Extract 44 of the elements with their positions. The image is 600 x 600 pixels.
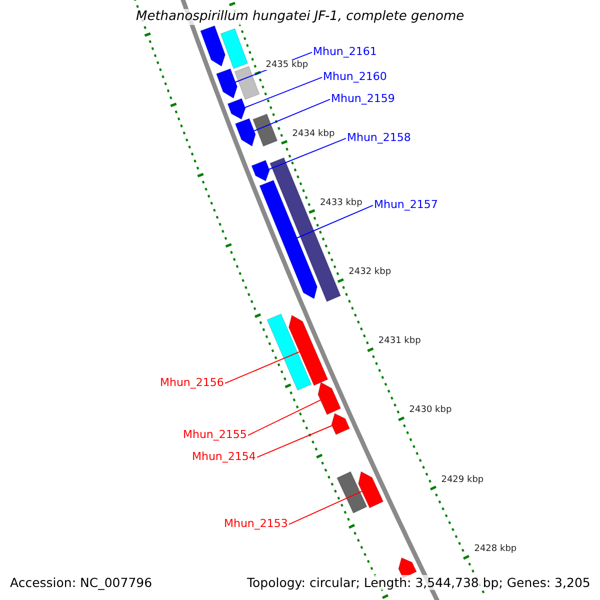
gene-label: Mhun_2153 — [224, 516, 288, 530]
tick-label: 2432 kbp — [348, 267, 392, 278]
title: Methanospirillum hungatei JF-1, complete genome — [136, 9, 464, 25]
leader-line — [254, 98, 330, 132]
gene-segment — [252, 113, 278, 147]
gene-segment — [251, 160, 270, 182]
gene-label: Mhun_2158 — [347, 130, 411, 144]
gene-label: Mhun_2154 — [192, 450, 256, 463]
gene-label: Mhun_2161 — [313, 44, 377, 58]
tick-label: 2435 kbp — [264, 60, 310, 70]
leader-line — [296, 204, 374, 238]
gene-segment — [200, 25, 226, 67]
summary-text: Topology: circular; Length: 3,544,738 bp; Genes: 3,205 — [247, 574, 590, 590]
gene-segment — [266, 313, 312, 391]
gene-label: Mhun_2157 — [374, 198, 438, 211]
leader-line — [256, 425, 332, 458]
gene-label: Mhun_2160 — [323, 70, 387, 83]
gene-label: Mhun_2155 — [183, 428, 247, 441]
gene-segment — [216, 68, 238, 99]
tick-label: 2431 kbp — [377, 336, 422, 348]
gene-segment — [227, 98, 246, 120]
tick-label: 2428 kbp — [473, 544, 518, 555]
accession-text: Accession: NC_007796 — [10, 574, 152, 590]
gene-segment — [269, 157, 342, 302]
gene-segment — [234, 118, 256, 147]
leader-line — [224, 351, 300, 384]
leader-line — [244, 76, 322, 108]
leader-line — [288, 490, 362, 525]
gene-segment — [358, 471, 384, 508]
gene-segment — [259, 180, 318, 300]
gene-label: Mhun_2156 — [160, 376, 224, 389]
leader-line — [268, 138, 346, 170]
leader-line — [248, 400, 321, 436]
gene-segment — [234, 66, 260, 100]
tick-label: 2430 kbp — [408, 405, 453, 416]
gene-segment — [220, 28, 248, 70]
tick-label: 2429 kbp — [440, 474, 485, 486]
gene-segment — [336, 471, 368, 514]
gene-segment — [318, 382, 342, 416]
tick-label: 2433 kbp — [318, 198, 364, 209]
gene-segment — [331, 412, 350, 436]
gene-segment — [288, 314, 328, 386]
gene-label: Mhun_2159 — [331, 92, 395, 105]
tick-label: 2434 kbp — [291, 128, 336, 140]
